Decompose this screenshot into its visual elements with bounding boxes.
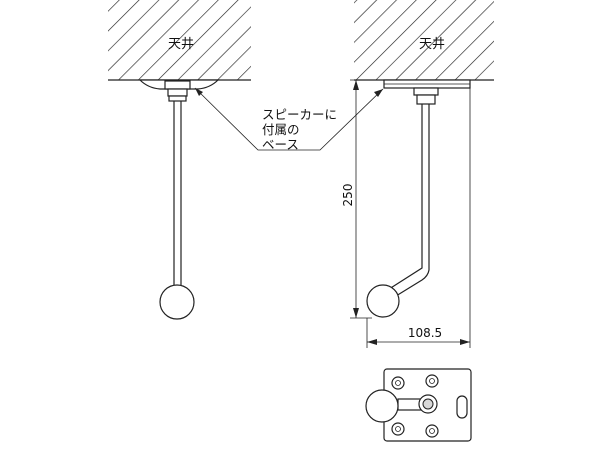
callout-line-3: ベース (262, 137, 299, 152)
width-dimension-label: 108.5 (408, 326, 442, 340)
left-pipe (173, 101, 182, 286)
width-dimension (366, 88, 471, 348)
left-ceiling (108, 0, 251, 81)
left-ceiling-label: 天井 (168, 37, 194, 52)
base-plan-view (383, 368, 472, 442)
height-dimension-label: 250 (341, 184, 355, 207)
right-ceiling (354, 0, 494, 81)
right-bent-pipe (385, 104, 430, 297)
right-base-mount (383, 79, 471, 105)
right-speaker-ball (366, 284, 400, 318)
left-speaker-ball (159, 284, 195, 320)
height-dimension (350, 79, 384, 319)
left-base-mount (138, 79, 220, 102)
callout-leader (194, 87, 384, 151)
right-ceiling-label: 天井 (419, 37, 445, 52)
callout-line-2: 付属の (262, 122, 300, 137)
callout-line-1: スピーカーに (262, 107, 337, 122)
base-plan-speaker-ball (365, 389, 399, 423)
